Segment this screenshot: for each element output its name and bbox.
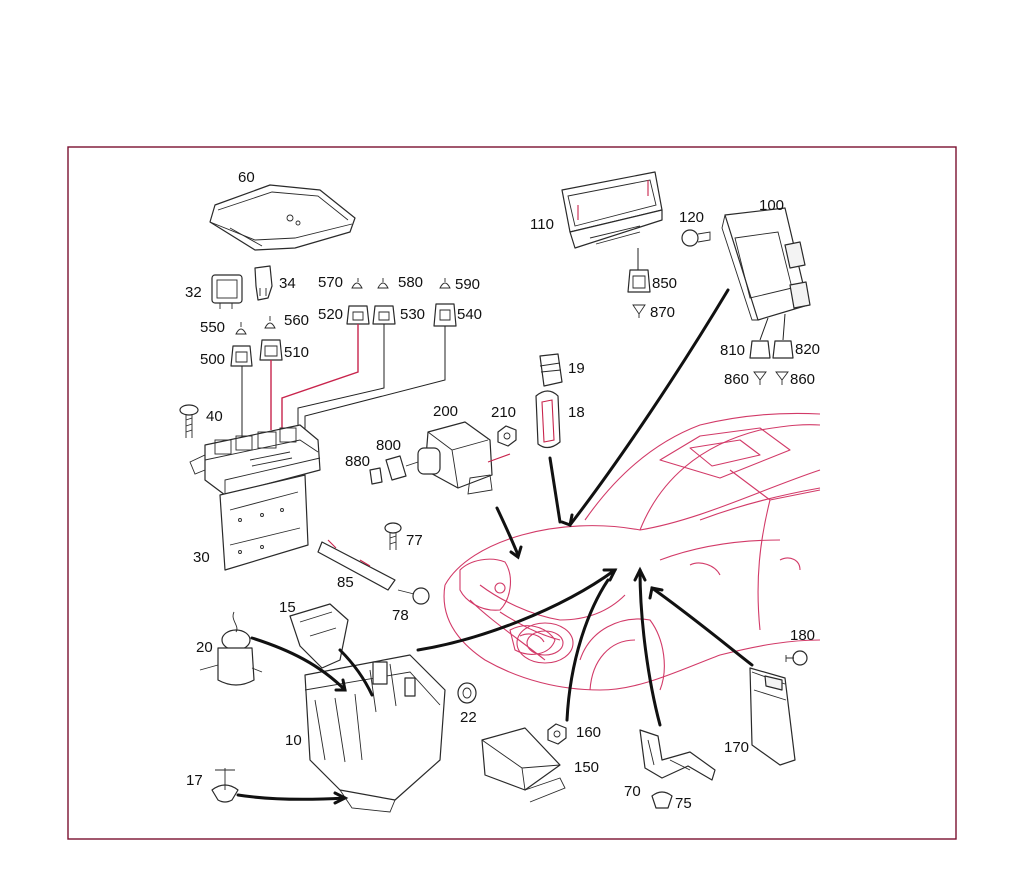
part-170-control-unit (749, 667, 796, 766)
label-510: 510 (284, 344, 309, 361)
part-19-cover (539, 353, 563, 387)
part-70-bracket (639, 729, 716, 781)
label-880: 880 (345, 453, 370, 470)
label-34: 34 (279, 275, 296, 292)
part-15-clip (289, 603, 349, 669)
terminal-caps-top (351, 278, 451, 289)
label-570: 570 (318, 274, 343, 291)
label-22: 22 (460, 709, 477, 726)
connectors-500-510 (230, 339, 283, 367)
label-560: 560 (284, 312, 309, 329)
label-860b: 860 (790, 371, 815, 388)
part-17-valve (211, 768, 239, 803)
label-160: 160 (576, 724, 601, 741)
part-120-bolt (681, 229, 711, 247)
connector-leaders (241, 324, 446, 440)
label-170: 170 (724, 739, 749, 756)
label-590: 590 (455, 276, 480, 293)
label-77: 77 (406, 532, 423, 549)
label-120: 120 (679, 209, 704, 226)
vehicle-outline (443, 412, 821, 691)
part-40-screw (179, 404, 199, 438)
label-150: 150 (574, 759, 599, 776)
part-100-module (721, 207, 811, 321)
label-860a: 860 (724, 371, 749, 388)
part-800-880-plug (369, 455, 419, 485)
label-200: 200 (433, 403, 458, 420)
connectors-520-530-540 (346, 303, 457, 327)
part-60-fusebox-cover (209, 184, 356, 251)
connectors-810-820 (749, 313, 794, 385)
label-15: 15 (279, 599, 296, 616)
part-20-pump (199, 611, 263, 686)
connector-850-870 (627, 248, 651, 318)
label-32: 32 (185, 284, 202, 301)
part-77-screw (384, 522, 402, 550)
part-30-fuse-relay-box (189, 424, 321, 571)
part-18-bracket (535, 390, 561, 449)
terminal-caps-550-560 (235, 316, 276, 335)
label-110: 110 (530, 216, 554, 233)
label-100: 100 (759, 197, 784, 214)
label-60: 60 (238, 169, 255, 186)
part-150-cover (481, 727, 566, 803)
part-32-relay (211, 274, 243, 309)
label-75: 75 (675, 795, 692, 812)
part-78-screw (397, 587, 430, 605)
label-18: 18 (568, 404, 585, 421)
label-850: 850 (652, 275, 677, 292)
label-800: 800 (376, 437, 401, 454)
label-530: 530 (400, 306, 425, 323)
label-520: 520 (318, 306, 343, 323)
label-810: 810 (720, 342, 745, 359)
label-550: 550 (200, 319, 225, 336)
diagram-frame (67, 146, 957, 840)
label-20: 20 (196, 639, 213, 656)
part-10-reservoir (304, 654, 446, 813)
label-30: 30 (193, 549, 210, 566)
label-17: 17 (186, 772, 203, 789)
label-10: 10 (285, 732, 302, 749)
label-40: 40 (206, 408, 223, 425)
label-180: 180 (790, 627, 815, 644)
label-19: 19 (568, 360, 585, 377)
label-78: 78 (392, 607, 409, 624)
part-34-fuse (254, 265, 273, 301)
label-540: 540 (457, 306, 482, 323)
label-580: 580 (398, 274, 423, 291)
label-210: 210 (491, 404, 516, 421)
assignment-arrows (236, 288, 754, 805)
part-110-control-unit (561, 171, 663, 249)
part-22-grommet (457, 682, 477, 704)
label-85: 85 (337, 574, 354, 591)
label-500: 500 (200, 351, 225, 368)
label-70: 70 (624, 783, 641, 800)
part-160-nut (547, 723, 567, 745)
part-75-clip (651, 791, 673, 809)
label-870: 870 (650, 304, 675, 321)
part-180-bolt (785, 650, 808, 666)
label-820: 820 (795, 341, 820, 358)
part-85-holder (317, 539, 396, 591)
part-200-sensor (417, 421, 511, 495)
part-210-nut (497, 425, 517, 447)
